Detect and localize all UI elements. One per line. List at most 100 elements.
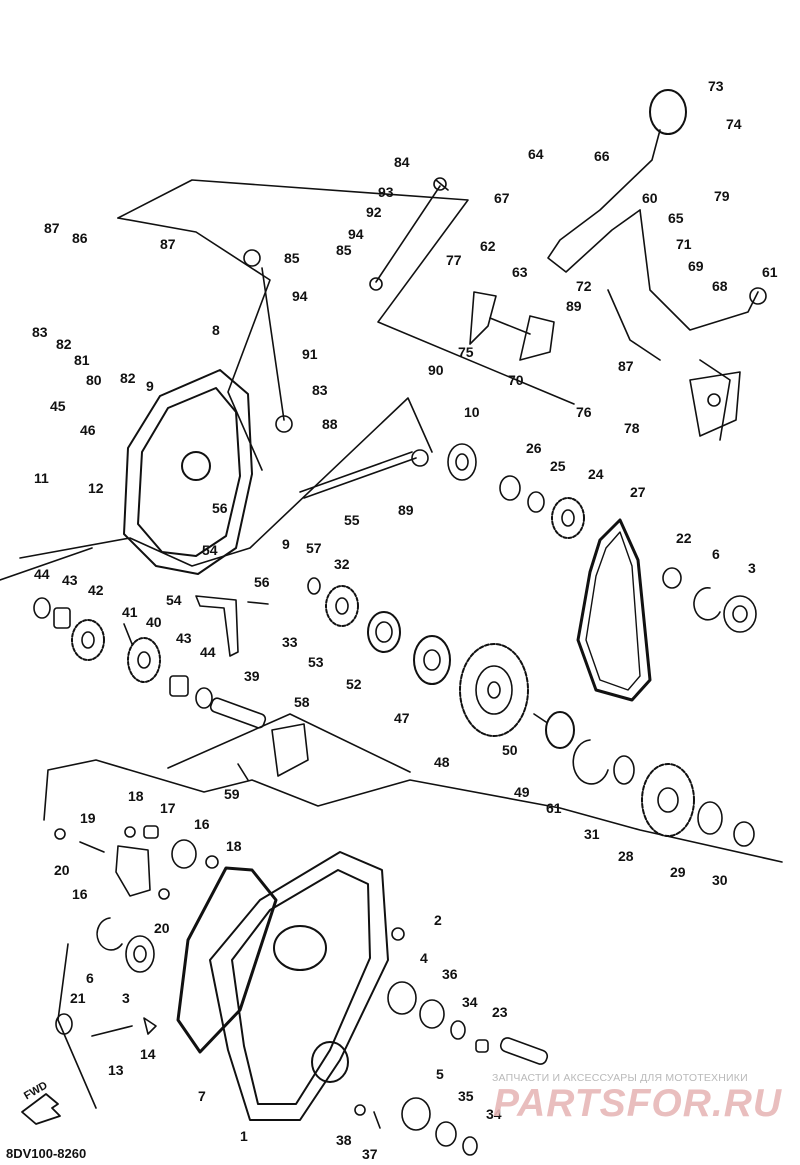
callout-59: 59 [224,786,240,802]
callout-7: 7 [198,1088,206,1104]
callout-85-lower: 85 [284,250,300,266]
case-cover-upper [123,369,253,575]
callout-35: 35 [458,1088,474,1104]
callout-23: 23 [492,1004,508,1020]
callout-48: 48 [434,754,450,770]
bearing-3-lower [125,935,155,973]
callout-90: 90 [428,362,444,378]
callout-21: 21 [70,990,86,1006]
callout-10: 10 [464,404,480,420]
callout-60: 60 [642,190,658,206]
linkage-bracket [469,291,555,361]
pin-50 [533,713,547,723]
callout-36: 36 [442,966,458,982]
callout-91: 91 [302,346,318,362]
reference-line-middle [19,397,433,567]
callout-61-upper: 61 [762,264,778,280]
callout-45: 45 [50,398,66,414]
callout-65: 65 [668,210,684,226]
callout-41: 41 [122,604,138,620]
callout-66: 66 [594,148,610,164]
cam-16 [171,839,197,869]
washer-31 [613,755,635,785]
callout-82-mid: 82 [120,370,136,386]
bearing-43-right [169,675,189,697]
chain-7 [176,866,278,1054]
callout-26: 26 [526,440,542,456]
washer-30 [733,821,755,847]
callout-71: 71 [676,236,692,252]
case-lower [209,851,389,1121]
callout-78: 78 [624,420,640,436]
callout-85: 85 [336,242,352,258]
callout-89-mid: 89 [398,502,414,518]
callout-18-lower: 18 [226,838,242,854]
shaft-lower-right [499,1037,549,1065]
callout-39: 39 [244,668,260,684]
seal-5 [401,1097,431,1131]
gear-40 [127,637,161,683]
nut-20-left [54,828,66,840]
callout-3-upper: 3 [748,560,756,576]
bolt-2 [391,927,405,941]
callout-93: 93 [378,184,394,200]
washer-26 [499,475,521,501]
reference-line-lower-2 [167,713,411,773]
callout-38: 38 [336,1132,352,1148]
washer-33 [307,577,321,595]
callout-69: 69 [688,258,704,274]
washer-34-upper [450,1020,466,1040]
callout-64: 64 [528,146,544,162]
callout-16-upper: 16 [194,816,210,832]
gear-42 [71,619,105,661]
callout-57: 57 [306,540,322,556]
callout-82-left: 82 [56,336,72,352]
circlip-6-lower [96,917,123,951]
callout-17: 17 [160,800,176,816]
callout-19: 19 [80,810,96,826]
fwd-arrow [21,1093,61,1125]
drive-chain-27 [576,518,652,702]
callout-24: 24 [588,466,604,482]
callout-56-upper: 56 [212,500,228,516]
shift-lever-assembly [547,89,767,441]
callout-2: 2 [434,912,442,928]
reference-line-lower [0,547,783,863]
callout-88: 88 [322,416,338,432]
callout-9-lower: 9 [282,536,290,552]
gear-28 [641,763,695,837]
lever-16-upper [115,845,151,897]
spring-47 [413,635,451,685]
bearing-35 [435,1121,457,1147]
callout-34-lower: 34 [486,1106,502,1122]
bearing-29 [697,801,723,835]
bearing-10 [447,443,477,481]
washer-34-lower [462,1136,478,1156]
callout-34-upper: 34 [462,994,478,1010]
callout-72: 72 [576,278,592,294]
callout-50: 50 [502,742,518,758]
callout-62: 62 [480,238,496,254]
washer-44-right [195,687,213,709]
callout-79: 79 [714,188,730,204]
callout-54-upper: 54 [202,542,218,558]
callout-43-left: 43 [62,572,78,588]
shift-shaft [299,449,429,499]
callout-11: 11 [34,470,49,486]
callout-43-right: 43 [176,630,192,646]
callout-4: 4 [420,950,428,966]
washer-22 [662,567,682,589]
callout-52: 52 [346,676,362,692]
callout-58: 58 [294,694,310,710]
callout-53: 53 [308,654,324,670]
callout-87-right: 87 [618,358,634,374]
callout-12: 12 [88,480,104,496]
spring-52 [367,611,401,653]
shift-rod-upper [369,177,449,291]
callout-3-lower: 3 [122,990,130,1006]
gear-24 [551,497,585,539]
callout-27: 27 [630,484,646,500]
bolt-59 [237,763,249,781]
hub-49 [545,711,575,749]
